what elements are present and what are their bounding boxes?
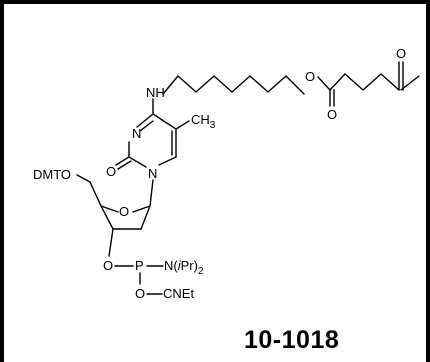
label-nh: NH bbox=[146, 85, 165, 100]
label-ring-o: O bbox=[119, 204, 129, 219]
label-o2: O bbox=[106, 164, 116, 179]
product-code: 10-1018 bbox=[244, 326, 340, 354]
label-dmto: DMTO bbox=[33, 167, 71, 182]
label-ester-o: O bbox=[305, 69, 315, 84]
label-carbonyl-o: O bbox=[327, 107, 337, 122]
label-methyl: CH3 bbox=[191, 112, 216, 131]
atom-labels: NH N N O CH3 O O O DMTO O O P N(iPr)2 O … bbox=[33, 46, 406, 301]
bonds bbox=[76, 61, 420, 295]
label-n-ipr: N(iPr)2 bbox=[164, 258, 204, 277]
hexyl-chain bbox=[162, 75, 305, 95]
label-n3: N bbox=[132, 126, 141, 141]
label-o3: O bbox=[103, 258, 113, 273]
label-o-cn: O bbox=[135, 286, 145, 301]
label-p: P bbox=[135, 258, 144, 273]
label-ketone-o: O bbox=[396, 46, 406, 61]
label-n1: N bbox=[148, 166, 157, 181]
label-cnet: CNEt bbox=[163, 286, 194, 301]
